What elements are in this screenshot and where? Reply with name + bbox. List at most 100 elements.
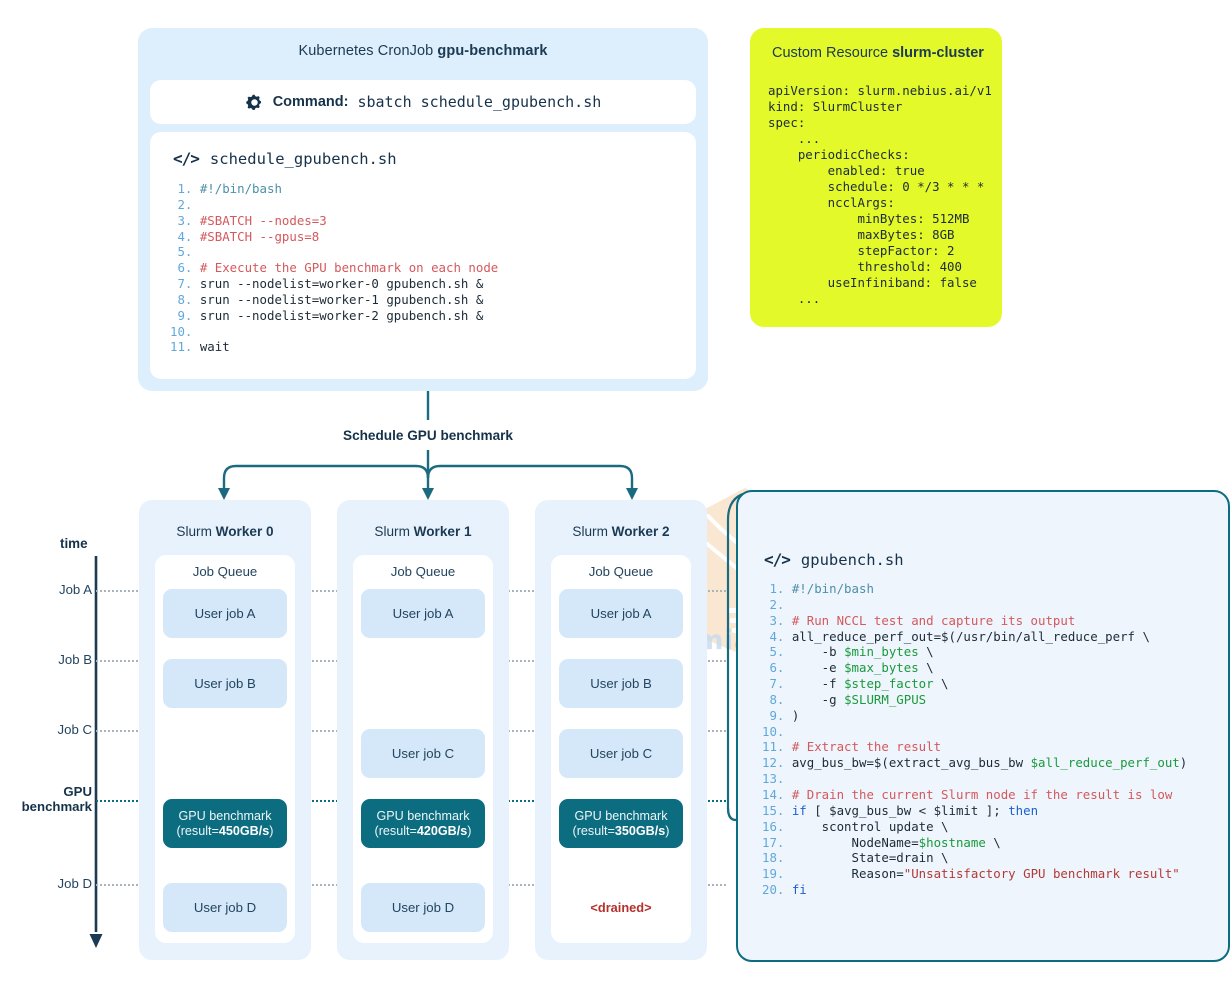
gpu-benchmark-label: GPU benchmark (376, 808, 470, 823)
code-line: 15. if [ $avg_bus_bw < $limit ]; then (762, 803, 1228, 819)
timeline-caption: time (60, 536, 88, 551)
gpubench-header: </> gpubench.sh (738, 492, 1228, 569)
worker-title: Slurm Worker 0 (139, 524, 311, 539)
drained-status-badge[interactable]: <drained> (590, 900, 652, 915)
code-line-number: 16. (762, 818, 792, 834)
code-line: 12. avg_bus_bw=$(extract_avg_bus_bw $all… (762, 755, 1228, 771)
code-line: 4. #SBATCH --gpus=8 (170, 229, 696, 245)
gpu-benchmark-job[interactable]: GPU benchmark(result=450GB/s) (163, 799, 287, 848)
custom-resource-title-prefix: Custom Resource (772, 45, 893, 61)
yaml-line: spec: (768, 115, 806, 130)
code-token: srun --nodelist=worker-1 gpubench.sh & (199, 291, 484, 307)
code-line-number: 8. (762, 691, 792, 707)
job-queue-title: Job Queue (390, 564, 456, 579)
user-job-card[interactable]: User job C (361, 729, 485, 778)
user-job-card[interactable]: User job B (559, 659, 683, 708)
code-line: 14. # Drain the current Slurm node if th… (762, 787, 1228, 803)
code-line-number: 11. (762, 739, 792, 755)
code-line: 5. -b $min_bytes \ (762, 644, 1228, 660)
code-token: NodeName= (791, 834, 919, 850)
code-token: \ (933, 676, 949, 692)
code-line: 1. #!/bin/bash (762, 581, 1228, 597)
yaml-line: kind: SlurmCluster (768, 99, 903, 114)
command-label: Command: (272, 94, 349, 110)
code-line-number: 5. (170, 244, 200, 260)
user-job-card[interactable]: User job B (163, 659, 287, 708)
code-token: #SBATCH --nodes=3 (199, 212, 327, 228)
user-job-card[interactable]: User job D (163, 883, 287, 932)
code-token: -g (791, 691, 845, 707)
gpubench-script-panel: </> gpubench.sh 1. #!/bin/bash 2. 3. # R… (736, 490, 1230, 962)
worker-title-name: Worker 0 (215, 524, 274, 539)
code-line-number: 17. (762, 834, 792, 850)
flow-connectors (218, 391, 638, 500)
code-token: wait (199, 339, 230, 355)
code-line-number: 20. (762, 882, 792, 898)
worker-title-name: Worker 2 (611, 524, 670, 539)
code-token: # Drain the current Slurm node if the re… (791, 786, 1173, 802)
gpu-benchmark-label: GPU benchmark (178, 808, 272, 823)
command-row: Command: sbatch schedule_gpubench.sh (150, 80, 696, 124)
worker-title-prefix: Slurm (374, 524, 414, 539)
yaml-line: threshold: 400 (768, 259, 962, 274)
yaml-line: periodicChecks: (768, 147, 910, 162)
user-job-card[interactable]: User job A (361, 589, 485, 638)
code-line: 18. State=drain \ (762, 850, 1228, 866)
code-line: 20. fi (762, 882, 1228, 898)
cronjob-card-title: Kubernetes CronJob gpu-benchmark (138, 43, 708, 59)
gpu-benchmark-job[interactable]: GPU benchmark(result=350GB/s) (559, 799, 683, 848)
command-value: sbatch schedule_gpubench.sh (357, 93, 602, 111)
code-line: 8. -g $SLURM_GPUS (762, 692, 1228, 708)
code-token: # Run NCCL test and capture its output (791, 612, 1076, 628)
code-token: if (791, 802, 807, 818)
gpu-benchmark-result: (result=350GB/s) (572, 823, 670, 838)
yaml-line: ... (768, 291, 821, 306)
worker-title-name: Worker 1 (413, 524, 472, 539)
user-job-card[interactable]: User job C (559, 729, 683, 778)
user-job-card[interactable]: User job A (559, 589, 683, 638)
code-token: scontrol update \ (791, 818, 949, 834)
code-token: srun --nodelist=worker-2 gpubench.sh & (199, 307, 484, 323)
code-line: 7. -f $step_factor \ (762, 676, 1228, 692)
code-line: 7. srun --nodelist=worker-0 gpubench.sh … (170, 276, 696, 292)
user-job-card[interactable]: User job A (163, 589, 287, 638)
code-line-number: 14. (762, 786, 792, 802)
script-filename: schedule_gpubench.sh (209, 149, 397, 168)
gpubench-filename: gpubench.sh (800, 550, 904, 569)
cronjob-title-prefix: Kubernetes CronJob (298, 43, 438, 59)
code-token: -e (791, 660, 845, 676)
yaml-line: stepFactor: 2 (768, 243, 955, 258)
yaml-line: apiVersion: slurm.nebius.ai/v1 (768, 83, 992, 98)
gpubench-code: 1. #!/bin/bash 2. 3. # Run NCCL test and… (738, 569, 1228, 898)
yaml-line: enabled: true (768, 163, 925, 178)
custom-resource-card: Custom Resource slurm-cluster apiVersion… (750, 28, 1002, 327)
timeline-marker-label: Job A (59, 582, 92, 597)
code-line: 9. srun --nodelist=worker-2 gpubench.sh … (170, 308, 696, 324)
code-token: ) (791, 707, 800, 723)
code-token: # Execute the GPU benchmark on each node (199, 260, 499, 276)
gpu-benchmark-job[interactable]: GPU benchmark(result=420GB/s) (361, 799, 485, 848)
gpu-benchmark-result-value: 350GB/s (614, 823, 666, 838)
code-line-number: 13. (762, 771, 792, 787)
code-token: \ (918, 660, 934, 676)
schedule-flow-label: Schedule GPU benchmark (343, 428, 513, 443)
code-line-number: 11. (170, 339, 200, 355)
code-line-number: 1. (762, 581, 792, 596)
code-brackets-icon: </> (764, 550, 791, 569)
kubernetes-cronjob-card: Kubernetes CronJob gpu-benchmark Command… (138, 28, 708, 391)
user-job-card[interactable]: User job D (361, 883, 485, 932)
code-token: #SBATCH --gpus=8 (199, 228, 320, 244)
code-token: srun --nodelist=worker-0 gpubench.sh & (199, 276, 484, 292)
code-brackets-icon: </> (173, 149, 200, 168)
gpu-benchmark-result-value: 420GB/s (416, 823, 468, 838)
yaml-line: ... (768, 131, 821, 146)
code-line-number: 19. (762, 866, 792, 882)
timeline-marker-label: Job C (57, 722, 92, 737)
code-token: all_reduce_perf_out=$(/usr/bin/all_reduc… (791, 628, 1150, 644)
code-line-number: 1. (170, 181, 200, 196)
code-token: -b (791, 644, 845, 660)
